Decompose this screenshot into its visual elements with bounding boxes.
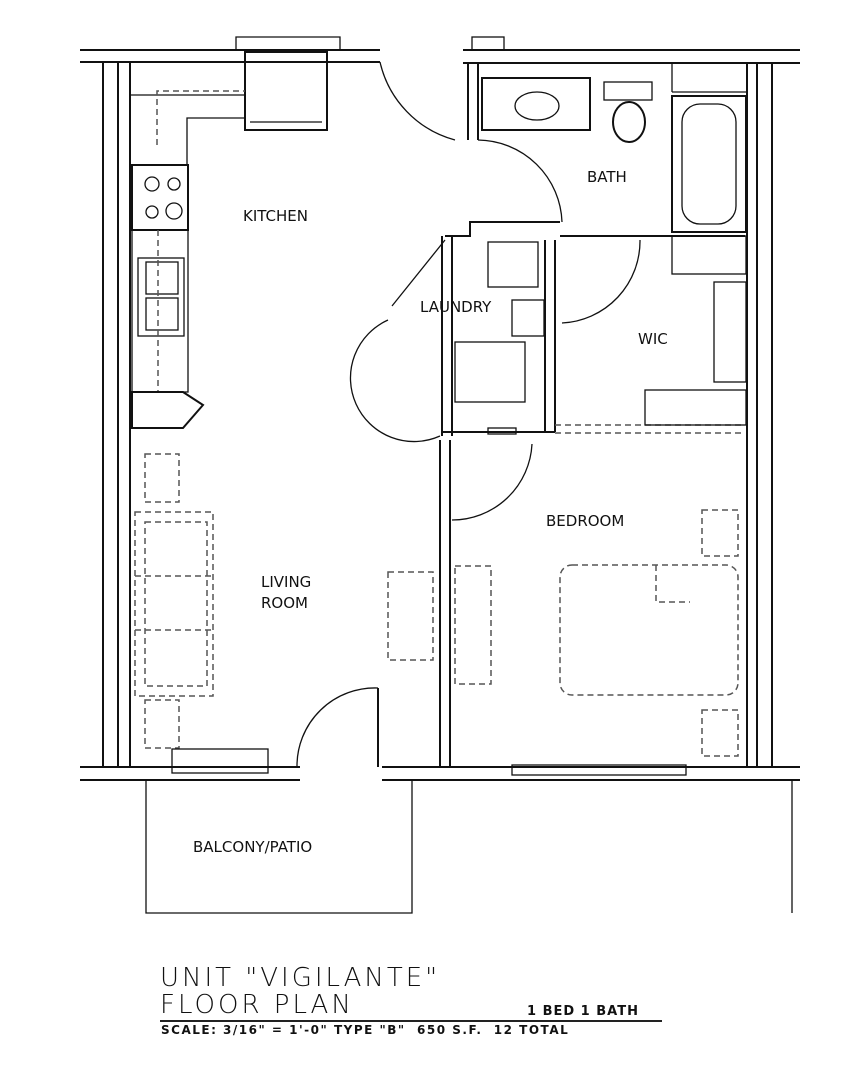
- bed-icon: [559, 564, 739, 696]
- room-label-bedroom: BEDROOM: [546, 512, 624, 530]
- bed-bath-count: 1 BED 1 BATH: [527, 1004, 639, 1019]
- room-label-bath: BATH: [587, 168, 627, 186]
- sink-icon: [137, 257, 185, 337]
- total-text: 12 TOTAL: [493, 1023, 570, 1037]
- room-label-living-line2: ROOM: [261, 594, 308, 612]
- room-label-balcony: BALCONY/PATIO: [193, 838, 312, 856]
- plan-subtitle: FLOOR PLAN: [160, 990, 354, 1020]
- scale-info: SCALE: 3/16" = 1'-0" TYPE "B" 650 S.F. 1…: [161, 1023, 569, 1037]
- room-label-wic: WIC: [638, 330, 668, 348]
- title-underline: [160, 1020, 662, 1022]
- washer-icon: [454, 341, 526, 403]
- exterior-walls: [80, 36, 800, 781]
- type-text: TYPE "B": [333, 1023, 406, 1037]
- room-label-laundry: LAUNDRY: [420, 298, 492, 316]
- scale-text: SCALE: 3/16" = 1'-0": [161, 1023, 329, 1037]
- balcony: [145, 780, 793, 914]
- stove-icon: [131, 164, 189, 231]
- area-text: 650 S.F.: [417, 1023, 483, 1037]
- bath-fixtures: [481, 63, 747, 233]
- unit-title: UNIT "VIGILANTE": [160, 963, 441, 993]
- living-furniture: [134, 453, 492, 774]
- toilet-icon: [612, 101, 646, 143]
- sink-icon: [514, 91, 560, 121]
- laundry-fixtures: [454, 235, 747, 435]
- kitchen-fixtures: [130, 51, 328, 429]
- room-label-living-line1: LIVING: [261, 573, 311, 591]
- refrigerator-icon: [131, 391, 205, 429]
- bedroom-furniture: [511, 509, 739, 776]
- bathtub-icon: [681, 103, 737, 225]
- sofa-icon: [134, 511, 214, 697]
- doors: [296, 61, 641, 768]
- room-label-kitchen: KITCHEN: [243, 207, 308, 225]
